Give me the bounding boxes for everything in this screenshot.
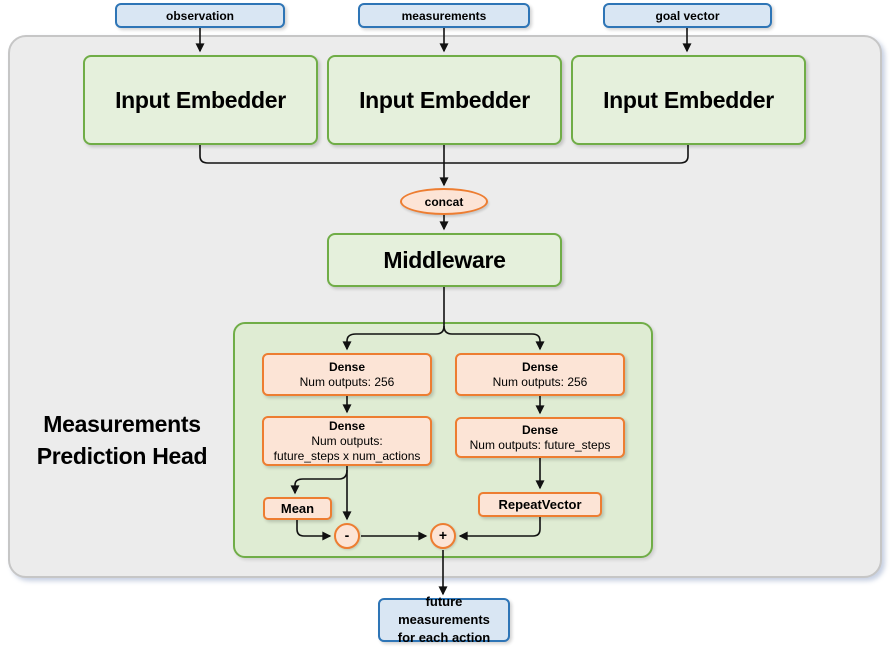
- repeat-vector-node-label: RepeatVector: [498, 497, 582, 512]
- input-node-goal-vector: goal vector: [603, 3, 772, 28]
- dense-right-2: Dense Num outputs: future_steps: [455, 417, 625, 458]
- head-title-line2: Prediction Head: [36, 443, 208, 469]
- output-node: future measurements for each action: [378, 594, 510, 645]
- middleware-node: Middleware: [327, 233, 562, 287]
- dense-left-2-subtitle-line2: future_steps x num_actions: [273, 448, 421, 463]
- dense-left-2: Dense Num outputs: future_steps x num_ac…: [262, 416, 432, 466]
- input-node-observation-label: observation: [165, 8, 234, 23]
- dense-left-2-title: Dense: [328, 418, 366, 433]
- dense-left-1-subtitle: Num outputs: 256: [299, 374, 395, 389]
- input-embedder-1-label: Input Embedder: [115, 86, 286, 113]
- output-node-label-line1: future measurements: [398, 594, 490, 627]
- mean-node: Mean: [263, 497, 332, 520]
- input-node-goal-vector-label: goal vector: [655, 8, 720, 23]
- output-node-label-line2: for each action: [397, 630, 491, 645]
- dense-left-1-title: Dense: [328, 359, 366, 374]
- head-title: Measurements Prediction Head: [22, 408, 222, 472]
- input-embedder-2: Input Embedder: [327, 55, 562, 145]
- middleware-node-label: Middleware: [383, 246, 506, 273]
- mean-node-label: Mean: [280, 501, 315, 516]
- input-embedder-3: Input Embedder: [571, 55, 806, 145]
- subtract-op-node: -: [334, 523, 360, 549]
- dense-right-2-subtitle: Num outputs: future_steps: [469, 437, 611, 452]
- dense-right-1: Dense Num outputs: 256: [455, 353, 625, 396]
- input-node-observation: observation: [115, 3, 285, 28]
- dense-right-2-title: Dense: [521, 422, 559, 437]
- dense-right-1-title: Dense: [521, 359, 559, 374]
- head-title-line1: Measurements: [43, 411, 201, 437]
- dense-left-1: Dense Num outputs: 256: [262, 353, 432, 396]
- concat-node: concat: [400, 188, 488, 215]
- input-node-measurements: measurements: [358, 3, 530, 28]
- dense-left-2-subtitle-line1: Num outputs:: [311, 433, 383, 448]
- input-node-measurements-label: measurements: [401, 8, 487, 23]
- repeat-vector-node: RepeatVector: [478, 492, 602, 517]
- input-embedder-1: Input Embedder: [83, 55, 318, 145]
- input-embedder-2-label: Input Embedder: [359, 86, 530, 113]
- add-op-node: +: [430, 523, 456, 549]
- input-embedder-3-label: Input Embedder: [603, 86, 774, 113]
- concat-node-label: concat: [424, 194, 464, 209]
- dense-right-1-subtitle: Num outputs: 256: [492, 374, 588, 389]
